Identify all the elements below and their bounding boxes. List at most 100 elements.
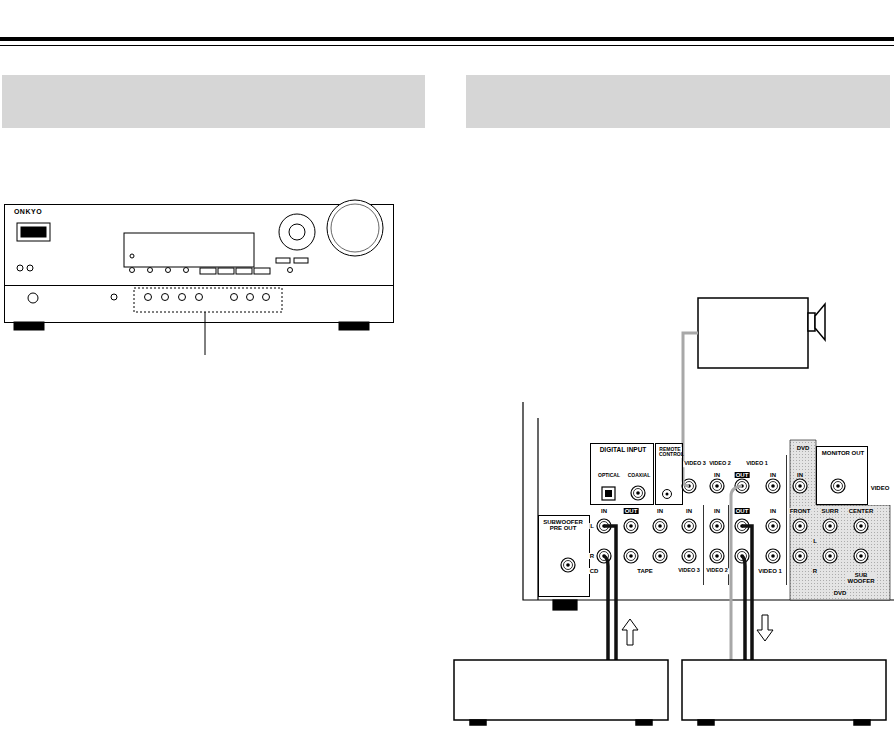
receiver-front-panel [200,268,216,274]
receiver-front-panel [21,227,46,237]
receiver-front-panel [231,294,238,301]
jack-label: IN [796,472,804,478]
rca-jack [631,486,645,500]
jack-label: IN [713,472,721,478]
receiver-front-panel [254,268,270,274]
jack-label: IN [713,508,721,514]
jack-label: OPTICAL [597,473,621,478]
receiver-front-panel [166,268,171,273]
receiver-front-panel [130,268,135,273]
receiver-front-panel [263,294,270,301]
rca-jack [561,558,575,572]
jack-label: VIDEO 2 [708,461,732,467]
jack-label: VIDEO 3 [683,461,707,467]
optical-jack [605,490,612,497]
receiver-rear-panel [553,600,577,610]
jack-label: VIDEO 1 [757,568,783,574]
rca-jack [682,519,696,533]
jack-label: OUT [735,508,750,514]
jack-label: VIDEO 2 [705,568,729,574]
rca-jack [710,519,724,533]
panel-heading: SUBWOOFER PRE OUT [540,519,586,532]
receiver-front-panel [179,294,186,301]
jack-label: IN [769,472,777,478]
rca-jack [793,479,807,493]
jack-label: CD [589,568,600,574]
video-camera [698,298,808,368]
receiver-front-panel [111,294,117,300]
mini-jack [663,490,672,499]
optical-jack [602,487,615,500]
jack-label: VIDEO [870,485,891,491]
receiver-front-panel [327,200,383,256]
receiver-front-panel [196,294,203,301]
receiver-front-panel [279,214,315,250]
subwoofer-pre-out-panel: SUBWOOFER PRE OUT [538,515,590,597]
signal-arrow [622,619,638,645]
remote-control-panel: REMOTE CONTROL [655,443,683,505]
panel-heading: REMOTE CONTROL [658,447,682,458]
rca-jack [766,479,780,493]
receiver-front-panel [294,258,308,263]
rca-jack [831,479,845,493]
jack-label: SUB WOOFER [845,572,877,584]
jack-label: VIDEO 3 [677,568,701,574]
brand-logo: ONKYO [13,208,43,215]
top-rule [0,37,894,41]
receiver-front-panel [205,312,206,355]
receiver-rear-panel [523,402,894,600]
rca-jack [854,519,868,533]
receiver-front-panel [339,322,369,330]
receiver-rear-panel [786,455,787,585]
audio-cable [604,526,752,660]
video-camera [808,313,815,331]
rca-jack [653,549,667,563]
jack-label: L [812,538,818,544]
receiver-front-panel [17,265,23,271]
receiver-front-panel [17,223,50,241]
panel-heading: MONITOR OUT [821,450,866,456]
top-rule [0,37,894,46]
receiver-rear-panel [703,505,704,585]
component-box [698,720,714,725]
receiver-front-panel [289,224,305,240]
rca-jack [710,479,724,493]
jack-label: R [589,553,595,559]
rca-jack [793,519,807,533]
receiver-front-panel [5,286,394,323]
receiver-front-panel [145,294,152,301]
rca-jack [823,519,837,533]
jack-label: SURR [820,508,839,514]
receiver-front-panel [124,233,254,267]
rca-jack [823,549,837,563]
receiver-front-panel [14,322,44,330]
section-header-bar [2,75,890,128]
signal-arrow [622,615,773,645]
rca-jack [624,519,638,533]
jack-label: IN [769,508,777,514]
jack-label: DVD [833,590,848,596]
receiver-front-panel [236,268,252,274]
component-box [470,720,486,725]
signal-arrow [757,615,773,641]
audio-cable [604,526,616,660]
audio-cable [742,556,745,660]
receiver-front-panel [247,294,254,301]
receiver-front-panel [130,254,134,258]
jack-label: IN [685,508,693,514]
receiver-front-panel [5,200,394,355]
rca-jack [624,549,638,563]
monitor-out-panel: MONITOR OUT [816,446,868,505]
jack-label: FRONT [789,508,812,514]
top-rule [0,45,894,46]
receiver-rear-panel [523,402,894,610]
rca-jack [682,549,696,563]
panel-heading: DIGITAL INPUT [599,447,648,454]
rca-jack [766,549,780,563]
rca-jack [854,549,868,563]
component-box [636,720,652,725]
receiver-front-panel [288,268,293,273]
jack-label: TAPE [636,568,654,574]
jack-label: OUT [735,472,750,478]
